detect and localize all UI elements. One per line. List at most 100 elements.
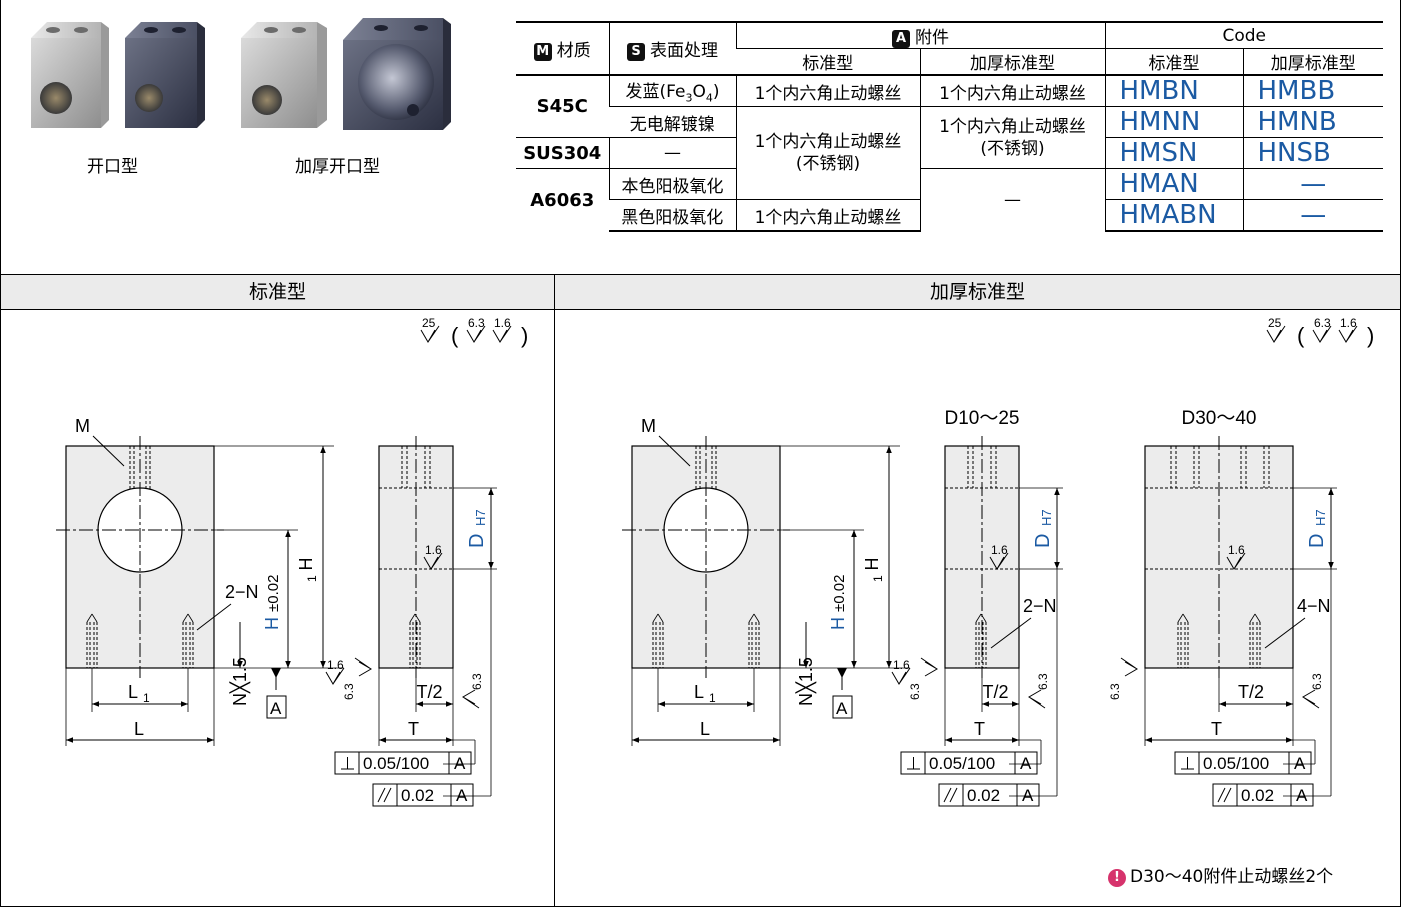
surface-fe3o4-close: ): [712, 82, 720, 103]
label-N-count: 2−N: [1023, 596, 1057, 616]
datum-box: [266, 695, 287, 719]
code-cell: HMBB: [1242, 74, 1383, 107]
leader-N-count: [196, 603, 232, 631]
label-H1-sub: 1: [871, 575, 885, 582]
roughness-value: 6.3: [1310, 673, 1324, 690]
label-D: D: [466, 534, 488, 548]
panel-title-standard: 标准型: [1, 274, 554, 310]
label-H1: H: [296, 558, 316, 571]
datum-box: [832, 695, 853, 719]
code-cell: HMNB: [1242, 106, 1383, 138]
surface-cell: 本色阳极氧化: [608, 168, 736, 200]
datum-triangle: [271, 668, 281, 678]
label-D: D: [1306, 534, 1328, 548]
label-H-tol: ±0.02: [265, 575, 282, 612]
accessory-cell: 1个内六角止动螺丝: [735, 74, 920, 107]
header-material-label: 材质: [556, 41, 591, 61]
roughness-value: 1.6: [494, 316, 511, 330]
tapped-hole-tip: [91, 613, 98, 623]
surface-badge-icon: S: [627, 43, 645, 61]
header-code-standard: 标准型: [1104, 48, 1243, 76]
product-label-thick: 加厚开口型: [295, 157, 380, 177]
fcf-parallel-value: 0.02: [967, 786, 1000, 805]
surface-cell: 无电解镀镍: [609, 106, 736, 138]
paren-open: (: [1297, 323, 1305, 348]
fcf-perpendicular-ref-box: [448, 751, 472, 775]
label-L: L: [134, 719, 144, 739]
header-surface-label: 表面处理: [650, 41, 718, 61]
roughness-value: 6.3: [468, 316, 485, 330]
tapped-hole-tip: [414, 613, 421, 623]
tapped-hole-tip: [980, 613, 987, 623]
roughness-side-right: [1302, 689, 1320, 709]
fcf-parallel-datum: A: [1022, 786, 1034, 805]
label-T: T: [974, 719, 985, 739]
label-H7: H7: [473, 509, 488, 526]
parallel-icon: [383, 787, 392, 803]
header-surface: S 表面处理: [608, 21, 736, 76]
fcf-perpendicular-value: 0.05/100: [1203, 754, 1269, 773]
parallel-icon: [949, 787, 958, 803]
datum-triangle: [837, 668, 847, 678]
tapped-hole-tip: [975, 613, 982, 623]
product-label-standard: 开口型: [87, 157, 138, 177]
code-cell: —: [1242, 168, 1383, 200]
header-code-thick: 加厚标准型: [1242, 48, 1383, 76]
surface-fe3o4-sub3: 3: [685, 91, 693, 105]
footnote-text: D30～40附件止动螺丝2个: [1130, 867, 1334, 887]
code-cell: —: [1242, 199, 1383, 232]
fcf-parallel-value: 0.02: [401, 786, 434, 805]
fcf-parallel-datum: A: [1296, 786, 1308, 805]
material-s45c: S45C: [516, 74, 609, 138]
parallel-icon: [943, 787, 952, 803]
fcf-perpendicular-datum: A: [454, 754, 466, 773]
table-row: S45C 发蓝(Fe3O4) 1个内六角止动螺丝 1个内六角止动螺丝 HMBN …: [516, 74, 1383, 138]
label-H: H: [262, 617, 282, 630]
roughness-value: 6.3: [470, 673, 484, 690]
product-photos: 开口型 加厚开口型: [1, 0, 511, 270]
label-T2: T/2: [1238, 682, 1264, 702]
label-T2: T/2: [983, 682, 1009, 702]
tapped-hole-tip: [1177, 613, 1184, 623]
view-title: D10～25: [945, 408, 1020, 429]
fcf-perpendicular-ref-box: [1288, 751, 1312, 775]
tapped-hole-tip: [753, 613, 760, 623]
code-cell: HMSN: [1104, 137, 1243, 169]
label-T: T: [1211, 719, 1222, 739]
fcf-parallel-sym-box: [938, 783, 964, 807]
standard-blue-block: [125, 22, 205, 128]
label-M: M: [75, 416, 90, 436]
roughness-value: 1.6: [893, 658, 910, 672]
accessory-ss-line2: (不锈钢): [795, 154, 861, 174]
roughness-value: 6.3: [1036, 673, 1050, 690]
fcf-perpendicular-value: 0.05/100: [363, 754, 429, 773]
label-N-count: 2−N: [225, 582, 259, 602]
label-T2: T/2: [417, 682, 443, 702]
tapped-hole-tip: [748, 613, 755, 623]
label-L: L: [700, 719, 710, 739]
parallel-icon: [1223, 787, 1232, 803]
standard-silver-block: [31, 22, 109, 128]
tapped-hole-tip: [182, 613, 189, 623]
label-L1-sub: 1: [143, 691, 150, 705]
accessory-cell: 1个内六角止动螺丝: [919, 74, 1105, 107]
surface-cell: —: [608, 137, 736, 169]
accessory-ss-line1: 1个内六角止动螺丝: [754, 132, 902, 152]
roughness-side-left: [920, 657, 938, 677]
tapped-hole-tip: [1182, 613, 1189, 623]
panel-title-thick: 加厚标准型: [555, 274, 1400, 310]
roughness-side-right: [1028, 689, 1046, 709]
table-row: SUS304 — HMSN HNSB: [516, 137, 1383, 169]
paren-open: (: [451, 323, 459, 348]
view-title: D30～40: [1182, 408, 1257, 429]
fcf-parallel-ref-box: [1290, 783, 1314, 807]
label-M: M: [641, 416, 656, 436]
tapped-hole-tip: [409, 613, 416, 623]
paren-close: ): [521, 323, 528, 348]
label-H1: H: [862, 558, 882, 571]
alert-icon: !: [1108, 869, 1126, 887]
